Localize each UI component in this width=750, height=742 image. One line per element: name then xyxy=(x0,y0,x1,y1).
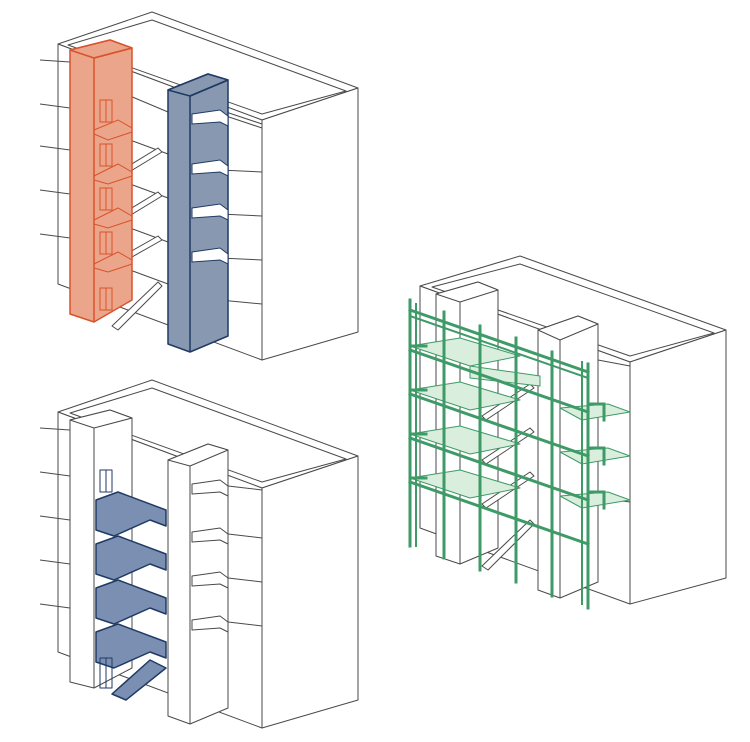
stair-flights xyxy=(95,469,167,701)
stair-core xyxy=(69,39,133,323)
structural-frame xyxy=(408,298,606,610)
building-massing-2 xyxy=(39,379,359,729)
building-panel-cores xyxy=(39,11,359,361)
lift-core xyxy=(167,73,229,353)
floor-slabs xyxy=(409,337,631,509)
building-panel-stairs xyxy=(39,379,359,729)
building-panel-frame xyxy=(408,255,727,610)
